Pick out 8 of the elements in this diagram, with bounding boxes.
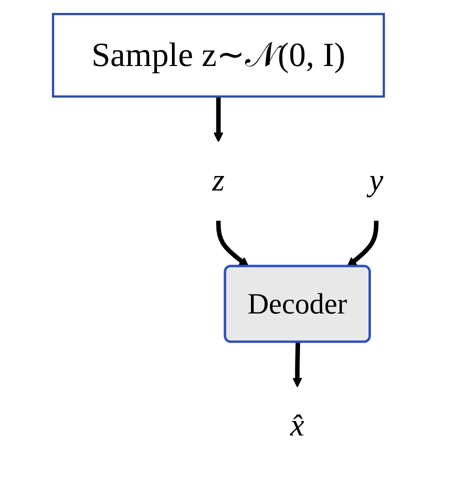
node-text: y <box>368 163 383 198</box>
arrow <box>346 220 378 267</box>
node-text: x̂ <box>290 408 304 444</box>
arrow <box>216 220 249 267</box>
arrow <box>213 96 224 142</box>
arrow <box>292 342 302 388</box>
node-box: Sample z∼𝒩(0, I) <box>52 12 385 98</box>
node-text: z <box>212 163 224 198</box>
